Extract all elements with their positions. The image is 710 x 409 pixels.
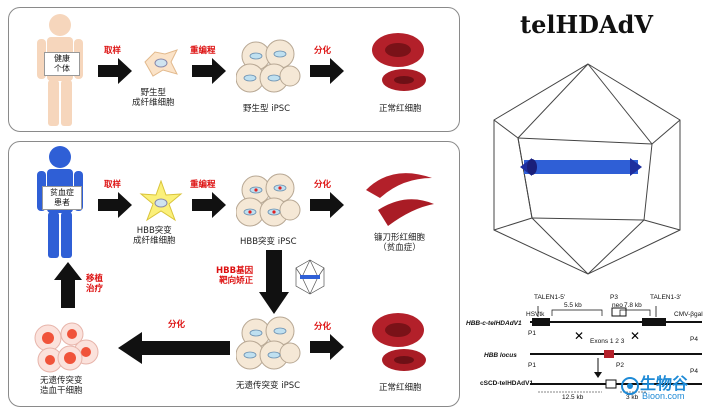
step-reprogram-top: 重编程 — [190, 46, 216, 56]
p2-label: P2 — [616, 362, 624, 369]
p1b-label: P1 — [528, 362, 536, 369]
step-diff-corrected: 分化 — [314, 322, 332, 332]
wildtype-ipsc-cluster — [236, 39, 301, 93]
row2-label: HBB locus — [484, 352, 517, 359]
row3-label: cSCD-telHDAdV1 — [480, 380, 534, 387]
step-diff-bottom: 分化 — [314, 180, 332, 190]
hsvtk-label: HSVtk — [526, 311, 545, 318]
stem-cell-label: 无遗传突变 造血干细胞 — [40, 376, 83, 396]
corrected-ipsc-cluster — [236, 316, 301, 370]
gene-schematic: ✕ ✕ — [530, 306, 702, 393]
normal-rbc-bottom — [372, 313, 426, 371]
mutant-fibroblast — [139, 180, 183, 222]
talen-right-label: TALEN1-3' — [650, 294, 682, 301]
patient-person-label: 贫血症 患者 — [42, 186, 82, 210]
step-diff-top: 分化 — [314, 46, 332, 56]
watermark-icon — [621, 377, 639, 395]
stem-cell-cluster — [34, 322, 99, 373]
step-sampling-top: 取样 — [104, 46, 122, 56]
arrow-diff-to-stemcell — [118, 332, 230, 364]
arrow-sampling-top — [98, 58, 132, 84]
row1-label: HBB-c-telHDAdV1 — [466, 320, 522, 327]
mutant-ipsc-cluster — [236, 173, 301, 227]
watermark-site: Bioon.com — [642, 391, 685, 401]
arrow-sampling-bottom — [98, 192, 132, 218]
arrow-transplant-up — [54, 262, 82, 308]
step-reprogram-bottom: 重编程 — [190, 180, 216, 190]
wildtype-ipsc-label: 野生型 iPSC — [243, 104, 291, 114]
arrow-correction-down — [259, 250, 289, 314]
p3-label: P3 — [610, 294, 618, 301]
arrow-reprogram-bottom — [192, 192, 226, 218]
arrow-diff-top — [310, 58, 344, 84]
healthy-pathway-panel — [8, 7, 460, 132]
mutant-ipsc-label: HBB突变 iPSC — [240, 237, 297, 247]
step-sampling-bottom: 取样 — [104, 180, 122, 190]
virus-small-icon — [295, 259, 325, 295]
cmv-label: CMV-βgal — [674, 311, 703, 318]
kb55-label: 5.5 kb — [564, 302, 582, 309]
mutant-fibroblast-label: HBB突变 成纤维细胞 — [133, 226, 176, 246]
kb125-label: 12.5 kb — [562, 394, 584, 401]
wildtype-fibroblast-label: 野生型 成纤维细胞 — [132, 88, 175, 108]
arrow-reprogram-top — [192, 58, 226, 84]
watermark-brand: 生物谷 — [640, 374, 689, 393]
exons-label: Exons 1 2 3 — [590, 338, 625, 345]
kb78-label: 7.8 kb — [624, 302, 642, 309]
virus-title: telHDAdV — [520, 10, 653, 39]
watermark-logo: 生物谷 Bioon.com — [620, 370, 708, 406]
normal-rbc-label-bottom: 正常红细胞 — [379, 383, 422, 393]
arrow-diff-bottom — [310, 192, 344, 218]
step-diff-stemcell: 分化 — [168, 320, 186, 330]
corrected-ipsc-label: 无遗传突变 iPSC — [236, 381, 301, 391]
kb3-label: 3 kb — [626, 394, 639, 401]
svg-text:✕: ✕ — [630, 329, 640, 343]
neo-label: neo — [612, 302, 623, 309]
transplant-label: 移植 治疗 — [86, 274, 104, 294]
correction-label: HBB基因 靶向矫正 — [216, 266, 254, 286]
p4b-label: P4 — [690, 368, 698, 375]
normal-rbc-label-top: 正常红细胞 — [379, 104, 422, 114]
wildtype-fibroblast — [144, 49, 178, 77]
talen-left-label: TALEN1-5' — [534, 294, 566, 301]
sickle-rbc — [366, 173, 434, 226]
icosahedron-virus — [493, 63, 681, 275]
healthy-person-label: 健康 个体 — [44, 52, 80, 76]
sickle-rbc-label: 镰刀形红细胞 （贫血症） — [374, 233, 426, 253]
svg-text:✕: ✕ — [574, 329, 584, 343]
normal-rbc-top — [372, 33, 426, 91]
p1-label: P1 — [528, 330, 536, 337]
p4-label: P4 — [690, 336, 698, 343]
arrow-diff-corrected — [310, 334, 344, 360]
